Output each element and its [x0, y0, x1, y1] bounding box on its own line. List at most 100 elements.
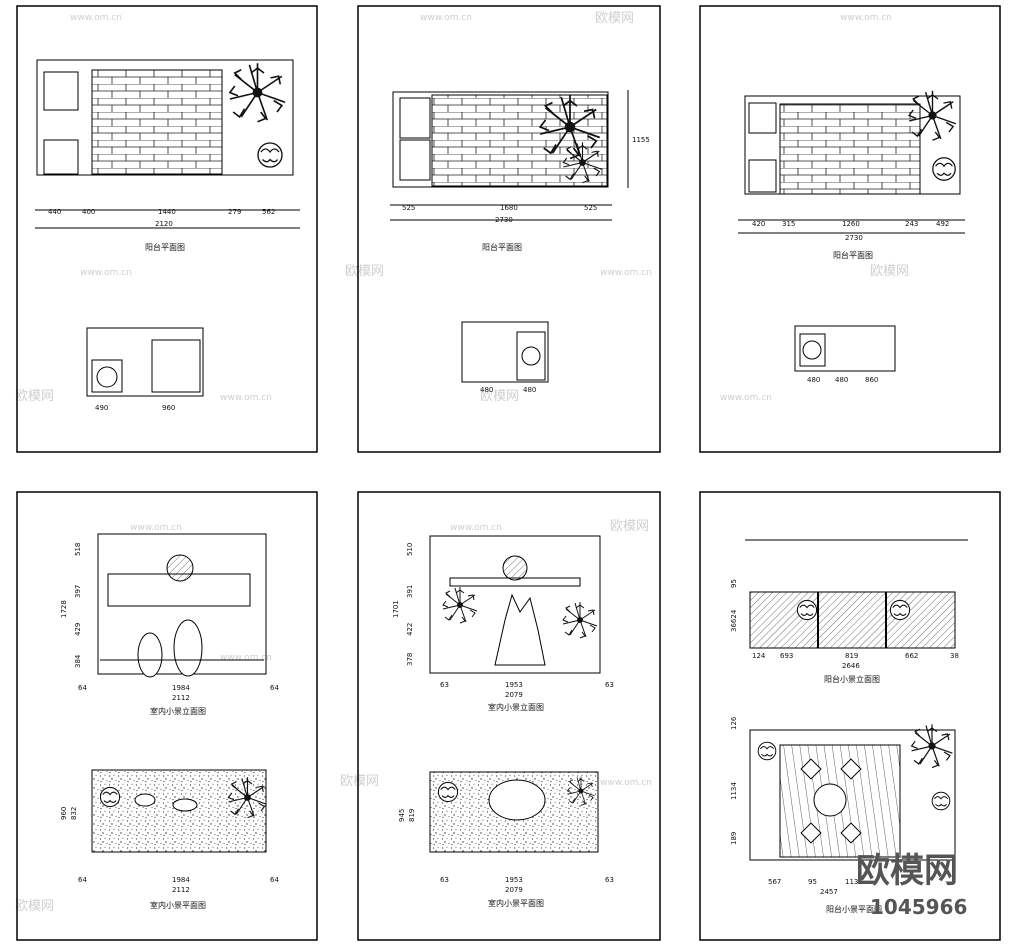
sheet-frame — [16, 5, 318, 453]
dim-label: 279 — [228, 208, 241, 216]
watermark-brand: 欧模网 — [595, 11, 634, 26]
drawing-caption: 阳台小景平面图 — [826, 904, 882, 914]
washer — [43, 139, 79, 175]
cabinet — [43, 71, 79, 111]
dim-total: 2730 — [495, 216, 513, 224]
dim-label: 64 — [78, 684, 87, 692]
dim-label: 420 — [752, 220, 765, 228]
dim-label: 1984 — [172, 876, 190, 884]
dim-label: 567 — [768, 878, 781, 886]
dim-label: 64 — [78, 876, 87, 884]
dim-total: 2079 — [505, 691, 523, 699]
cabinet — [748, 102, 777, 134]
washer-drum — [802, 340, 822, 360]
drawing-caption: 室内小景平面图 — [150, 900, 206, 910]
rockery — [494, 593, 546, 666]
watermark-brand: 欧模网 — [610, 519, 649, 534]
dim-label: 95 — [730, 579, 738, 588]
dim-label: 662 — [905, 652, 918, 660]
dim-label: 480 — [807, 376, 820, 384]
stone — [173, 619, 203, 677]
drawing-caption: 阳台平面图 — [833, 250, 873, 260]
washer-drum — [96, 366, 118, 388]
shrub-icon — [99, 786, 121, 808]
drawing-caption: 室内小景立面图 — [150, 706, 206, 716]
dim-total: 2730 — [845, 234, 863, 242]
round-pool — [488, 779, 546, 821]
dim-label: 1953 — [505, 681, 523, 689]
washer-front — [516, 331, 546, 381]
watermark-url: www.om.cn — [600, 778, 652, 788]
drawing-caption: 阳台平面图 — [482, 242, 522, 252]
dim-label: 243 — [905, 220, 918, 228]
dim-label: 38 — [950, 652, 959, 660]
washer-drum — [521, 346, 541, 366]
shrub-icon — [796, 599, 818, 621]
chair — [800, 822, 822, 844]
dim-label: 391 — [406, 585, 414, 598]
dim-label: 1680 — [500, 204, 518, 212]
dim-label: 945 — [398, 809, 406, 822]
dim-label: 960 — [162, 404, 175, 412]
brick-floor — [91, 69, 223, 175]
watermark-brand: 欧模网 — [340, 774, 379, 789]
balcony-outline — [392, 91, 609, 188]
chair — [840, 822, 862, 844]
dim-label: 525 — [402, 204, 415, 212]
shrub-icon — [757, 741, 777, 761]
railing-panels — [749, 591, 956, 649]
watermark-brand: 欧模网 — [480, 389, 519, 404]
dim-label: 492 — [936, 220, 949, 228]
dim-total: 1701 — [392, 600, 400, 618]
sheet-frame — [357, 5, 661, 453]
watermark-layer: www.om.cn www.om.cn www.om.cn www.om.cn … — [15, 11, 909, 914]
dim-label: 64 — [270, 876, 279, 884]
sheet-frame — [699, 5, 1001, 453]
watermark-url: www.om.cn — [720, 393, 772, 403]
dim-label: 113 — [845, 878, 858, 886]
washer — [748, 159, 777, 193]
stone — [137, 632, 163, 678]
dim-label: 490 — [95, 404, 108, 412]
dim-label: 480 — [835, 376, 848, 384]
dim-label: 63 — [440, 681, 449, 689]
shrub-icon — [931, 791, 951, 811]
dim-label: 480 — [480, 386, 493, 394]
dim-label: 1155 — [632, 136, 650, 144]
dim-total: 2120 — [155, 220, 173, 228]
dim-label: 189 — [730, 832, 738, 845]
pendant-lamp — [166, 554, 194, 582]
dim-label: 832 — [70, 807, 78, 820]
dim-label: 480 — [523, 386, 536, 394]
dim-label: 1134 — [730, 782, 738, 800]
sheet-3: 420 315 1260 243 492 2730 阳台平面图 480 480 … — [699, 5, 1001, 453]
dim-total: 2079 — [505, 886, 523, 894]
dim-label: 400 — [82, 208, 95, 216]
stone — [172, 798, 198, 812]
sheet-frame — [699, 491, 1001, 941]
dim-total: 2112 — [172, 694, 190, 702]
brick-floor — [431, 94, 608, 187]
brick-floor — [779, 103, 921, 195]
watermark-brand: 欧模网 — [870, 264, 909, 279]
sheet-6: 95 36624 124 693 819 662 38 2646 阳台小景立面图… — [699, 491, 1001, 941]
watermark-brand: 欧模网 — [15, 389, 54, 404]
drawing-caption: 阳台平面图 — [145, 242, 185, 252]
dim-label: 64 — [270, 684, 279, 692]
dim-total: 1728 — [60, 600, 68, 618]
model-id: 1045966 — [870, 895, 967, 919]
sheet-frame — [357, 491, 661, 941]
plant-icon — [229, 62, 286, 123]
dim-label: 960 — [60, 807, 68, 820]
shrub-icon — [437, 781, 459, 803]
shrub-icon — [257, 142, 283, 168]
sheet-1: 440 400 1440 279 562 2120 阳台平面图 490 960 — [16, 5, 318, 453]
stone — [134, 793, 156, 807]
chair — [840, 758, 862, 780]
sink-cabinet — [151, 339, 201, 393]
watermark-url: www.om.cn — [840, 13, 892, 23]
sheet-frame — [16, 491, 318, 941]
dim-label: 525 — [584, 204, 597, 212]
watermark-url: www.om.cn — [130, 523, 182, 533]
